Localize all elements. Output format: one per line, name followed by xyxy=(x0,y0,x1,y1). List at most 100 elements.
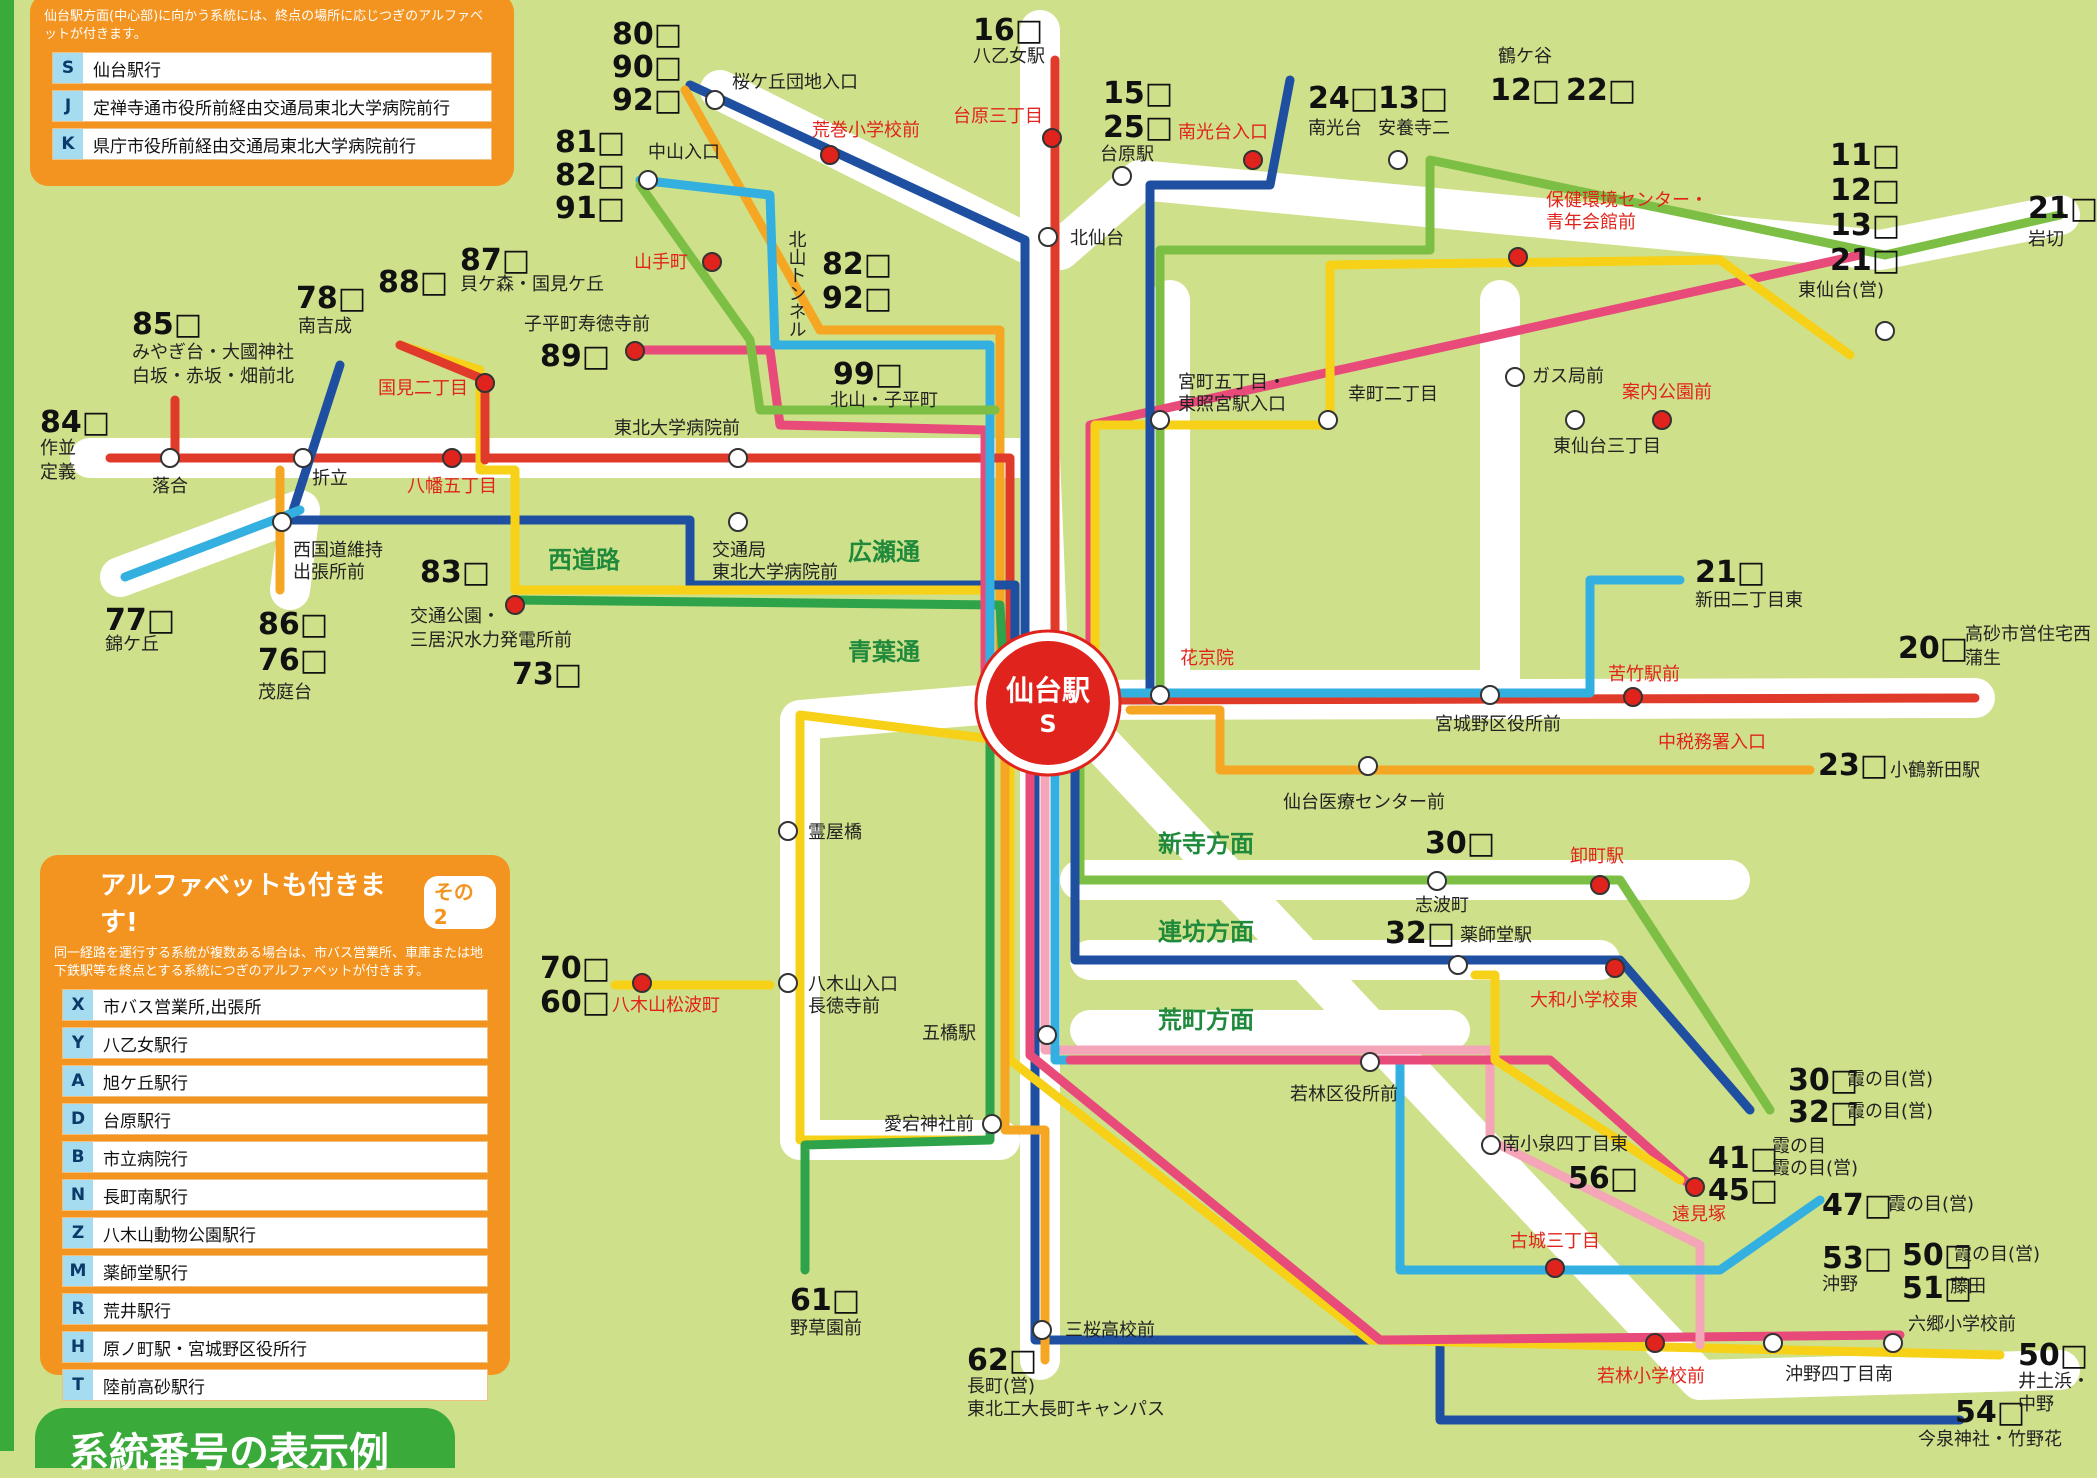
stop-marker xyxy=(1388,150,1408,170)
route-lightpink-south xyxy=(1040,740,1705,1350)
stop-marker xyxy=(1150,410,1170,430)
legend-key: Z xyxy=(63,1218,93,1248)
stop-label: 南光台 xyxy=(1308,118,1362,139)
legend-value: 台原駅行 xyxy=(103,1111,171,1132)
stop-marker xyxy=(1112,166,1132,186)
route-number: 21□ xyxy=(1695,555,1765,590)
route-number: 30□ xyxy=(1425,826,1495,861)
stop-label: 霞の目(営) xyxy=(1847,1101,1933,1122)
stop-label: 東北大学病院前 xyxy=(614,418,740,439)
route-orange-south xyxy=(1000,740,1050,1365)
stop-marker xyxy=(475,373,495,393)
route-number: 87□ xyxy=(460,243,530,278)
stop-label: 古城三丁目 xyxy=(1510,1231,1600,1252)
route-number: 61□ xyxy=(790,1283,860,1318)
stop-label: 北山トンネル xyxy=(786,230,807,338)
route-number: 30□ xyxy=(1788,1063,1858,1098)
stop-label: 東仙台三丁目 xyxy=(1553,436,1661,457)
stop-label: 霞の目 xyxy=(1772,1136,1826,1157)
stop-marker xyxy=(1318,410,1338,430)
stop-label: 中野 xyxy=(2018,1394,2054,1415)
route-orange-north xyxy=(680,85,1005,705)
stop-label: 出張所前 xyxy=(293,562,365,583)
route-lightblue-west xyxy=(120,505,305,582)
stop-marker xyxy=(1037,1025,1057,1045)
road-label: 連坊方面 xyxy=(1158,918,1254,946)
stop-label: 八木山入口 xyxy=(808,974,898,995)
sendai-station-hub[interactable]: 仙台駅 S xyxy=(974,629,1122,777)
legend-key: B xyxy=(63,1142,93,1172)
route-number: 92□ xyxy=(822,281,892,316)
stop-label: 台原三丁目 xyxy=(953,106,1043,127)
stop-marker xyxy=(160,448,180,468)
route-number: 99□ xyxy=(833,357,903,392)
stop-label: 大和小学校東 xyxy=(1530,990,1638,1011)
stop-label: 貝ケ森・国見ケ丘 xyxy=(460,274,604,295)
legend-value: 薬師堂駅行 xyxy=(103,1263,188,1284)
stop-label: 三居沢水力発電所前 xyxy=(410,630,572,651)
route-number: 41□ xyxy=(1708,1141,1778,1176)
legend-value: 長町南駅行 xyxy=(103,1187,188,1208)
route-red-east xyxy=(1105,693,1980,705)
route-number: 51□ xyxy=(1902,1271,1972,1306)
stop-label: 五橋駅 xyxy=(922,1023,976,1044)
stop-label: 青年会館前 xyxy=(1546,212,1636,233)
stop-label: 台原駅 xyxy=(1100,144,1154,165)
stop-label: 遠見塚 xyxy=(1672,1204,1726,1225)
stop-label: 八幡五丁目 xyxy=(407,476,497,497)
route-number: 50□ xyxy=(2018,1338,2088,1373)
route-number: 13□ xyxy=(1830,208,1900,243)
stop-label: 小鶴新田駅 xyxy=(1890,760,1980,781)
stop-label: 今泉神社・竹野花 xyxy=(1918,1429,2062,1450)
stop-label: 中山入口 xyxy=(648,142,720,163)
stop-label: 中税務署入口 xyxy=(1658,732,1766,753)
stop-label: 愛宕神社前 xyxy=(884,1114,974,1135)
route-number: 25□ xyxy=(1103,110,1173,145)
stop-marker xyxy=(625,341,645,361)
stop-marker xyxy=(1565,410,1585,430)
route-pink-west xyxy=(625,345,990,705)
route-number: 21□ xyxy=(2028,191,2097,226)
route-number: 84□ xyxy=(40,405,110,440)
stop-label: 新田二丁目東 xyxy=(1695,590,1803,611)
legend-2-badge: その2 xyxy=(423,875,496,929)
route-number: 70□ xyxy=(540,951,610,986)
stop-marker xyxy=(1150,685,1170,705)
legend-box-1: 仙台駅方面(中心部)に向かう系統には、終点の場所に応じつぎのアルファベットが付き… xyxy=(30,0,514,186)
stop-marker xyxy=(1042,128,1062,148)
stop-label: 北仙台 xyxy=(1070,228,1124,249)
stop-marker xyxy=(638,170,658,190)
legend-value: 原ノ町駅・宮城野区役所行 xyxy=(103,1339,307,1360)
legend-key: R xyxy=(63,1294,93,1324)
stop-marker xyxy=(1481,1135,1501,1155)
stop-label: 東仙台(営) xyxy=(1798,280,1884,301)
stop-marker xyxy=(705,90,725,110)
stop-marker xyxy=(1032,1320,1052,1340)
route-number: 89□ xyxy=(540,339,610,374)
stop-label: 宮町五丁目・ xyxy=(1178,372,1286,393)
route-number: 23□ xyxy=(1818,748,1888,783)
route-number: 12□ xyxy=(1830,173,1900,208)
stop-label: ガス局前 xyxy=(1532,366,1604,387)
stop-marker xyxy=(1358,756,1378,776)
stop-marker xyxy=(632,973,652,993)
route-number: 21□ xyxy=(1830,243,1900,278)
legend-key: K xyxy=(53,129,83,159)
stop-label: 花京院 xyxy=(1180,648,1234,669)
route-number: 22□ xyxy=(1566,73,1636,108)
stop-marker xyxy=(1623,687,1643,707)
legend-key: Y xyxy=(63,1028,93,1058)
stop-marker xyxy=(1360,1052,1380,1072)
stop-marker xyxy=(1038,227,1058,247)
stop-label: 薬師堂駅 xyxy=(1460,925,1532,946)
stop-label: 東北大学病院前 xyxy=(712,562,838,583)
stop-marker xyxy=(982,1114,1002,1134)
legend-2-header: アルファベットも付きます! その2 xyxy=(40,855,510,945)
footer-title: 系統番号の表示例 xyxy=(35,1408,455,1476)
legend-value: 荒井駅行 xyxy=(103,1301,171,1322)
